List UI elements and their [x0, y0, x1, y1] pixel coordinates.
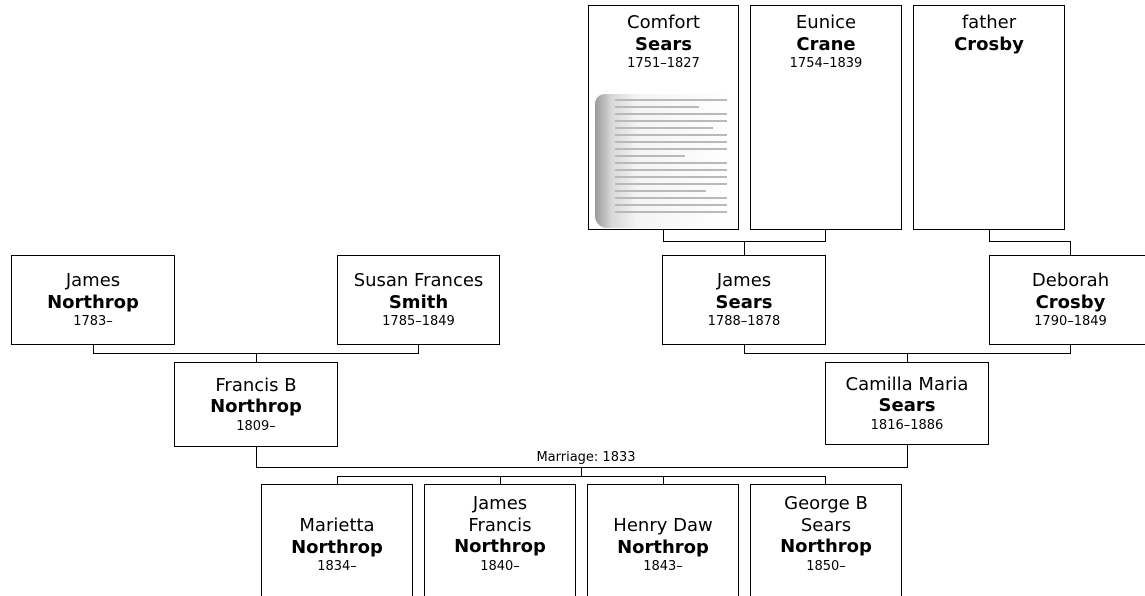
- given-name: Marietta: [299, 515, 375, 536]
- connector-line: [256, 446, 257, 467]
- connector-line: [1070, 241, 1071, 255]
- connector-line: [663, 229, 664, 241]
- life-dates: 1834–: [317, 559, 357, 575]
- connector-line: [500, 476, 501, 484]
- surname: Northrop: [291, 536, 383, 558]
- surname: Crosby: [1035, 291, 1106, 313]
- surname: Northrop: [47, 291, 139, 313]
- person-card-eunice-crane[interactable]: Eunice Crane 1754–1839: [750, 5, 902, 230]
- connector-line: [1070, 344, 1071, 353]
- given-name: James Francis: [468, 493, 532, 536]
- person-card-father-crosby[interactable]: father Crosby: [913, 5, 1065, 230]
- life-dates: 1816–1886: [870, 417, 944, 433]
- given-name: Francis B: [215, 374, 297, 396]
- connector-line: [744, 344, 745, 353]
- connector-line: [825, 229, 826, 241]
- surname: Sears: [715, 291, 773, 313]
- connector-line: [93, 344, 94, 353]
- given-name: James: [716, 270, 772, 292]
- given-name: Comfort: [627, 12, 700, 33]
- surname: Northrop: [210, 396, 302, 418]
- life-dates: 1809–: [236, 418, 276, 434]
- person-card-camilla-sears[interactable]: Camilla Maria Sears 1816–1886: [825, 362, 989, 445]
- surname: Northrop: [617, 536, 709, 558]
- person-card-george-northrop[interactable]: George B Sears Northrop 1850–: [750, 484, 902, 596]
- connector-line: [337, 476, 338, 484]
- surname: Northrop: [454, 536, 546, 558]
- given-name: Deborah: [1031, 270, 1110, 292]
- person-card-james-sears[interactable]: James Sears 1788–1878: [662, 255, 826, 345]
- person-card-henry-northrop[interactable]: Henry Daw Northrop 1843–: [587, 484, 739, 596]
- surname: Northrop: [780, 536, 872, 558]
- life-dates: 1751–1827: [627, 56, 700, 72]
- given-name: Camilla Maria: [845, 373, 969, 395]
- given-name: George B Sears: [784, 493, 868, 536]
- connector-line: [825, 476, 826, 484]
- person-card-susan-smith[interactable]: Susan Frances Smith 1785–1849: [337, 255, 500, 345]
- person-card-james-francis-northrop[interactable]: James Francis Northrop 1840–: [424, 484, 576, 596]
- life-dates: 1783–: [73, 314, 113, 330]
- connector-line: [989, 229, 990, 241]
- document-image[interactable]: [595, 94, 735, 228]
- person-card-deborah-crosby[interactable]: Deborah Crosby 1790–1849: [989, 255, 1145, 345]
- person-card-marietta-northrop[interactable]: Marietta Northrop 1834–: [261, 484, 413, 596]
- connector-line: [907, 353, 908, 362]
- life-dates: 1754–1839: [789, 56, 863, 72]
- life-dates: 1790–1849: [1034, 314, 1107, 330]
- given-name: Eunice: [795, 12, 857, 33]
- connector-line: [989, 241, 1071, 242]
- connector-line: [337, 476, 826, 477]
- connector-line: [663, 476, 664, 484]
- surname: Smith: [388, 291, 449, 313]
- connector-line: [744, 241, 745, 255]
- person-card-francis-northrop[interactable]: Francis B Northrop 1809–: [174, 362, 338, 447]
- connector-line: [256, 467, 908, 468]
- person-card-comfort-sears[interactable]: Comfort Sears 1751–1827: [588, 5, 739, 230]
- marriage-label: Marriage: 1833: [506, 450, 666, 466]
- life-dates: 1785–1849: [382, 314, 455, 330]
- life-dates: 1850–: [806, 558, 846, 574]
- surname: Crosby: [954, 33, 1024, 55]
- connector-line: [581, 467, 582, 476]
- life-dates: 1840–: [480, 558, 520, 574]
- life-dates: 1843–: [643, 559, 683, 575]
- surname: Sears: [635, 33, 692, 55]
- surname: Sears: [878, 395, 936, 417]
- person-card-james-northrop[interactable]: James Northrop 1783–: [11, 255, 175, 345]
- given-name: father: [961, 12, 1017, 33]
- connector-line: [256, 353, 257, 362]
- surname: Crane: [796, 33, 856, 55]
- connector-line: [907, 444, 908, 467]
- connector-line: [418, 344, 419, 353]
- given-name: Susan Frances: [353, 270, 484, 292]
- life-dates: 1788–1878: [707, 314, 781, 330]
- given-name: James: [65, 270, 121, 292]
- given-name: Henry Daw: [613, 515, 713, 536]
